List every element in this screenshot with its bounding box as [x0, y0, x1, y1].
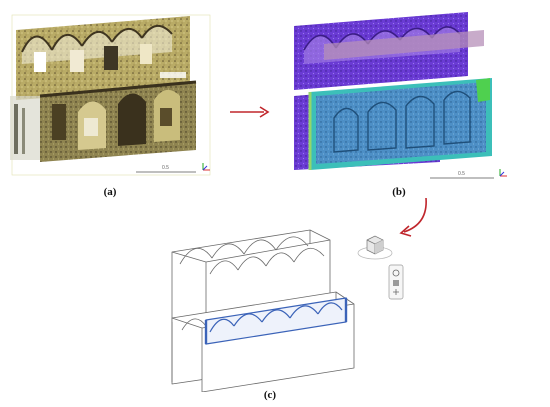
- cube-viewcube-icon[interactable]: [356, 232, 394, 262]
- right-arrow-icon: [230, 106, 270, 118]
- panel-b-scale-label: 0.5: [458, 171, 465, 177]
- caption-c: (c): [263, 389, 277, 401]
- selected-bim-element[interactable]: [204, 297, 348, 345]
- panel-a-scale-label: 0.5: [162, 165, 169, 171]
- lower-arcade: [39, 80, 197, 162]
- scatter-points: [10, 96, 40, 160]
- segment-upper-wall: [294, 12, 484, 90]
- panel-b-segmented-cloud: 0.5: [294, 12, 507, 179]
- axis-triad-icon: [499, 169, 507, 177]
- segment-lower-wall: [308, 78, 492, 170]
- axis-triad-icon: [202, 163, 210, 171]
- panel-a-pointcloud: 0.5: [10, 14, 211, 176]
- upper-arcade: [16, 16, 190, 100]
- caption-b: (b): [392, 186, 406, 198]
- panel-c-bim-model: [171, 229, 355, 392]
- caption-a: (a): [103, 186, 117, 198]
- curved-arrow-icon: [399, 197, 427, 237]
- navigation-bar-icon[interactable]: [388, 264, 404, 300]
